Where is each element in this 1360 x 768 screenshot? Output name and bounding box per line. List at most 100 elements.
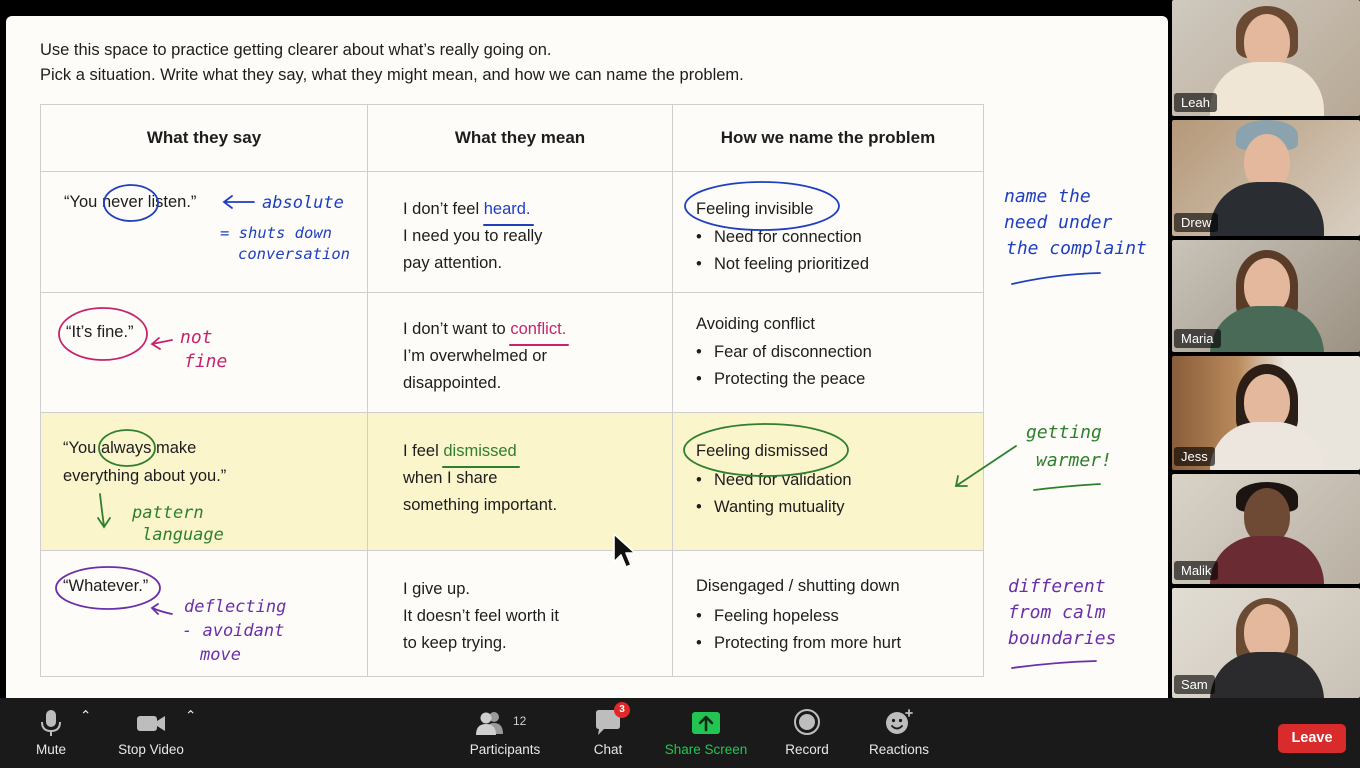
chat-label: Chat <box>593 742 623 757</box>
note-conversation: conversation <box>238 245 350 263</box>
say-text: make <box>151 439 197 457</box>
note-deflecting: deflecting <box>184 597 287 617</box>
video-tile-leah[interactable]: Leah <box>1172 0 1360 116</box>
note-move: move <box>200 645 241 665</box>
list-item: Feeling hopeless <box>696 603 901 630</box>
note-warmer: warmer! <box>1036 450 1112 471</box>
table-row: “You never listen.” I don’t feel heard. … <box>40 171 984 293</box>
participant-gallery: Leah Drew Maria Jess Malik Sam <box>1172 0 1360 698</box>
note-absolute: absolute <box>262 193 344 213</box>
note-boundaries: boundaries <box>1008 628 1117 649</box>
problem-name: Feeling invisible <box>696 200 814 218</box>
note-the-complaint: the complaint <box>1006 238 1147 259</box>
say-quote: “You always make <box>63 439 196 458</box>
share-screen-icon <box>692 712 720 734</box>
underline-stroke <box>1033 483 1101 491</box>
meaning-line: something important. <box>403 496 558 514</box>
say-keyword: always <box>100 439 152 457</box>
header-what-they-mean: What they mean <box>367 104 673 172</box>
meaning-line: It doesn’t feel worth it <box>403 607 559 625</box>
people-icon <box>476 712 503 735</box>
chevron-up-icon[interactable]: ⌃ <box>80 708 92 723</box>
table-row: “Whatever.” I give up. It doesn’t feel w… <box>40 550 984 677</box>
meaning-line: I’m overwhelmed or <box>403 347 547 365</box>
video-tile-jess[interactable]: Jess <box>1172 356 1360 470</box>
problem-name: Feeling dismissed <box>696 442 829 460</box>
list-item: Not feeling prioritized <box>696 251 869 278</box>
video-tile-sam[interactable]: Sam <box>1172 588 1360 698</box>
chevron-up-icon[interactable]: ⌃ <box>185 708 197 723</box>
say-text: “You <box>64 193 102 211</box>
say-quote: “It’s fine.” <box>66 323 134 341</box>
note-language: language <box>142 525 224 545</box>
meaning-keyword: dismissed <box>442 438 521 468</box>
meaning-line: I feel <box>403 442 444 460</box>
meaning-line: to keep trying. <box>403 634 507 652</box>
meaning-text: I give up. It doesn’t feel worth it to k… <box>403 576 559 657</box>
say-quote: “Whatever.” <box>63 577 149 595</box>
participant-name: Malik <box>1174 561 1219 580</box>
reactions-button[interactable]: Reactions <box>866 708 932 757</box>
meaning-keyword: heard. <box>482 196 534 226</box>
worksheet-table: What they say What they mean How we name… <box>40 104 984 677</box>
meaning-line: when I share <box>403 469 498 487</box>
problem-name: Disengaged / shutting down <box>696 577 900 595</box>
emoji-smile-icon <box>886 709 913 734</box>
video-tile-malik[interactable]: Malik <box>1172 474 1360 584</box>
chat-unread-badge: 3 <box>614 702 630 718</box>
chat-button[interactable]: 3 Chat <box>586 702 630 757</box>
note-avoidant: - avoidant <box>182 621 285 641</box>
note-shuts-down: = shuts down <box>220 224 332 242</box>
underline-stroke <box>1011 660 1097 669</box>
problem-needs: Fear of disconnection Protecting the pea… <box>696 339 872 393</box>
participant-name: Drew <box>1174 213 1219 232</box>
participant-name: Jess <box>1174 447 1215 466</box>
note-fine: fine <box>184 351 228 372</box>
note-from-calm: from calm <box>1008 602 1106 623</box>
mouse-cursor-icon <box>613 533 636 568</box>
say-quote: “You never listen.” <box>64 193 196 212</box>
list-item: Protecting the peace <box>696 366 872 393</box>
chat-bubble-icon <box>596 710 620 735</box>
share-screen-button[interactable]: Share Screen <box>663 708 749 757</box>
record-button[interactable]: Record <box>784 708 830 757</box>
board-instructions: Use this space to practice getting clear… <box>40 38 744 88</box>
list-item: Protecting from more hurt <box>696 630 901 657</box>
meaning-line: pay attention. <box>403 254 503 272</box>
video-tile-maria[interactable]: Maria <box>1172 240 1360 352</box>
note-need-under: need under <box>1004 212 1113 233</box>
participant-name: Leah <box>1174 93 1217 112</box>
meaning-text: I don’t feel heard. I need you to really… <box>403 196 542 277</box>
stop-video-label: Stop Video <box>118 742 184 757</box>
intro-line-1: Use this space to practice getting clear… <box>40 41 552 59</box>
list-item: Fear of disconnection <box>696 339 872 366</box>
table-row-highlighted: “You always make everything about you.” … <box>40 412 984 551</box>
reactions-label: Reactions <box>868 742 930 757</box>
share-screen-label: Share Screen <box>664 742 748 757</box>
participants-label: Participants <box>469 742 541 757</box>
meeting-toolbar: Mute ⌃ Stop Video ⌃ 12 Participants 3 <box>0 698 1360 768</box>
note-getting: getting <box>1026 422 1102 443</box>
header-name-the-problem: How we name the problem <box>672 104 984 172</box>
participants-icon: 12 <box>475 708 535 738</box>
video-tile-drew[interactable]: Drew <box>1172 120 1360 236</box>
participant-name: Maria <box>1174 329 1221 348</box>
participants-button[interactable]: 12 Participants <box>466 708 544 757</box>
list-item: Need for connection <box>696 224 869 251</box>
table-row: “It’s fine.” I don’t want to conflict. I… <box>40 292 984 413</box>
problem-name: Avoiding conflict <box>696 315 815 333</box>
list-item: Need for validation <box>696 467 852 494</box>
mute-button[interactable]: Mute <box>28 708 74 757</box>
meaning-text: I don’t want to conflict. I’m overwhelme… <box>403 316 570 397</box>
leave-button[interactable]: Leave <box>1278 724 1346 753</box>
participant-name: Sam <box>1174 675 1215 694</box>
participants-count: 12 <box>513 714 527 728</box>
stop-video-button[interactable]: Stop Video <box>112 708 190 757</box>
meaning-line: I don’t feel <box>403 200 484 218</box>
say-text: listen.” <box>143 193 197 211</box>
meaning-line: I give up. <box>403 580 470 598</box>
meaning-keyword: conflict. <box>509 316 570 346</box>
microphone-icon <box>41 710 61 736</box>
mute-label: Mute <box>35 742 66 757</box>
meaning-line: disappointed. <box>403 374 502 392</box>
